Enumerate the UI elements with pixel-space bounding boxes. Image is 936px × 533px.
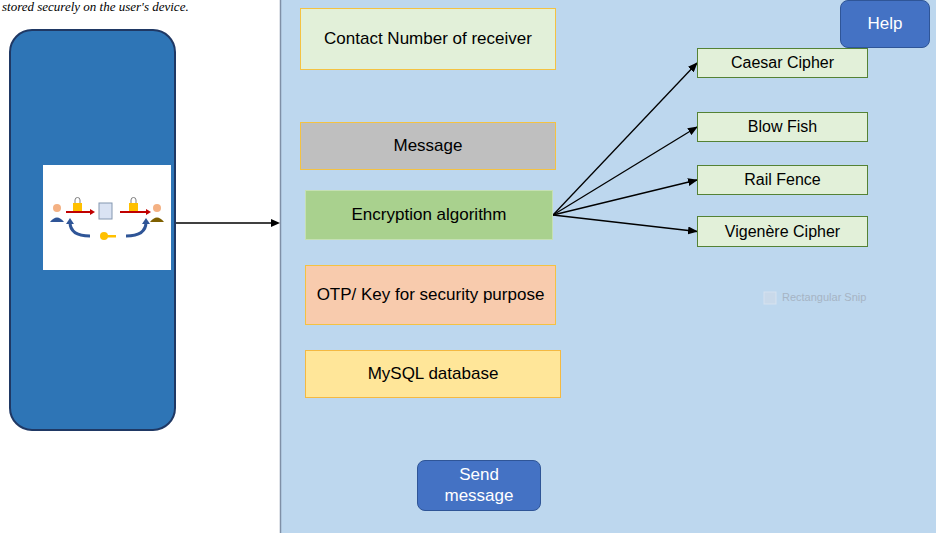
box-text: Message [394, 135, 463, 156]
snip-icon [764, 292, 776, 304]
selector-box: Encryption algorithm [305, 190, 553, 240]
encryption-illustration [50, 198, 164, 241]
option-box: Caesar Cipher [697, 48, 868, 78]
arrow-head [271, 219, 280, 227]
send-button: Send message [417, 460, 541, 511]
input-field: Contact Number of receiver [300, 8, 556, 70]
connector-arrow [553, 63, 697, 215]
input-field: Message [300, 122, 556, 170]
caption-fragment: stored securely on the user's device. [2, 0, 189, 15]
box-text: Contact Number of receiver [324, 28, 532, 49]
box-text: Encryption algorithm [352, 204, 507, 225]
box-text: MySQL database [368, 363, 499, 384]
option-box: Rail Fence [697, 165, 868, 195]
connector-arrow [553, 127, 697, 215]
app-panel [280, 0, 936, 533]
input-field: OTP/ Key for security purpose [305, 265, 556, 325]
watermark-text: Rectangular Snip [782, 291, 866, 303]
connector-arrow [553, 180, 697, 215]
flow-arrow [176, 222, 272, 223]
box-text: Help [868, 13, 903, 34]
option-box: Vigenère Cipher [697, 216, 868, 247]
box-text: Send message [426, 464, 532, 507]
phone-body [10, 30, 175, 430]
box-text: Caesar Cipher [731, 53, 834, 73]
box-text: Rail Fence [744, 170, 820, 190]
database-box: MySQL database [305, 350, 561, 398]
help-button: Help [840, 0, 930, 48]
connector-arrow [553, 215, 697, 232]
panel-border [280, 0, 282, 533]
option-box: Blow Fish [697, 112, 868, 142]
box-text: OTP/ Key for security purpose [317, 284, 545, 305]
box-text: Blow Fish [748, 117, 817, 137]
box-text: Vigenère Cipher [725, 222, 840, 242]
phone-screen-image [43, 165, 171, 270]
